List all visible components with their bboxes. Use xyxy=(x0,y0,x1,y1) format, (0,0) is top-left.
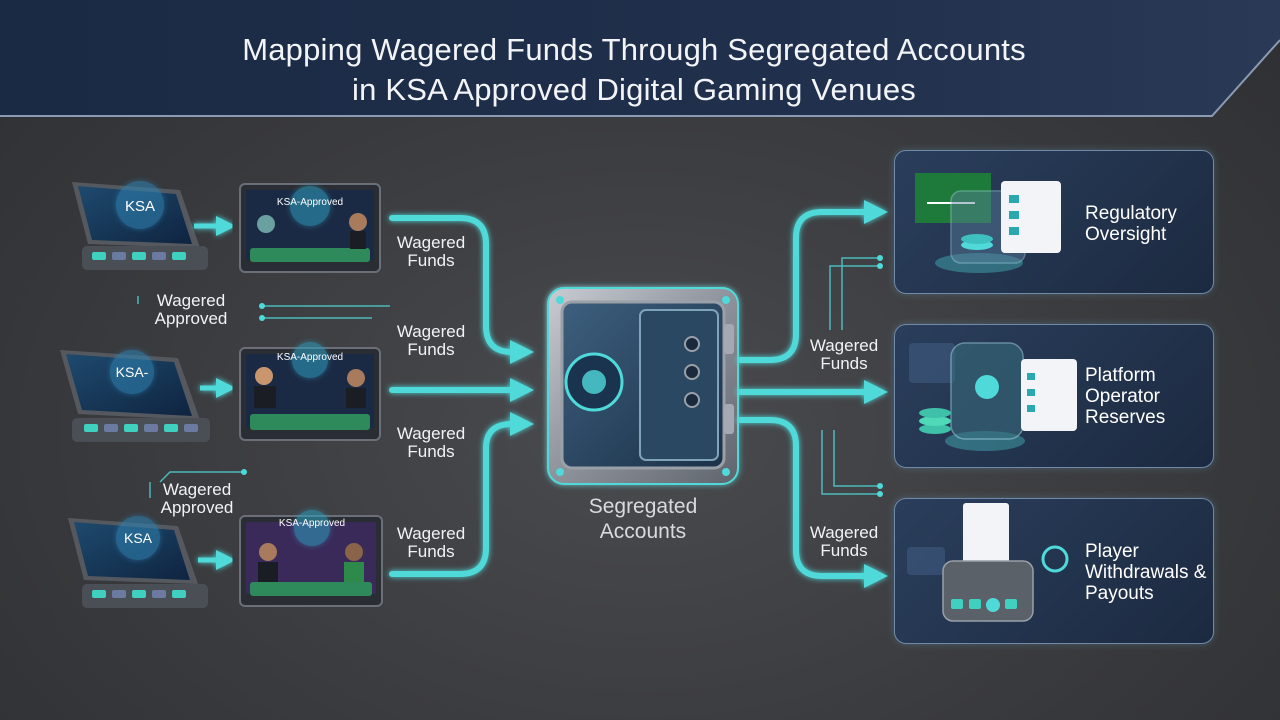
out-funds-label-2: Wagered Funds xyxy=(809,523,879,560)
tablet-terminal-2: KSA- xyxy=(60,350,210,442)
circuit-node-1 xyxy=(259,303,265,309)
circuit-node-6 xyxy=(877,255,883,261)
panel-platform-reserves: Platform Operator Reserves xyxy=(894,324,1214,468)
approved-label-2: Wagered Approved xyxy=(160,480,234,517)
tablet-to-venue-arrows xyxy=(194,216,236,570)
venue-label-1: KSA-Approved xyxy=(277,197,343,208)
venue-screen-1: KSA-Approved xyxy=(239,183,381,273)
circuit-right-4 xyxy=(833,430,880,487)
venue-screen-3: KSA-Approved xyxy=(239,510,383,607)
circuit-right-1 xyxy=(829,265,880,330)
page-title: Mapping Wagered Funds Through Segregated… xyxy=(0,30,1268,110)
panel-player-withdrawals: Player Withdrawals & Payouts xyxy=(894,498,1214,644)
venue-label-2: KSA-Approved xyxy=(277,352,343,363)
header-shape xyxy=(0,0,1280,117)
source-row-3: KSA KSA-Approved xyxy=(68,510,383,608)
source-row-2: KSA- KSA-Approved xyxy=(60,342,381,442)
circuit-node-8 xyxy=(877,483,883,489)
circuit-node-2 xyxy=(259,315,265,321)
funds-label-1: Wagered Funds xyxy=(396,233,466,270)
circuit-left-5 xyxy=(159,471,244,483)
panel-label-regulatory: Regulatory Oversight xyxy=(1085,203,1177,245)
circuit-lines-right xyxy=(821,257,880,495)
inflow-arrows xyxy=(389,215,534,577)
tablet-label-1: KSA xyxy=(125,198,155,215)
title-line-1: Mapping Wagered Funds Through Segregated… xyxy=(242,32,1026,67)
coin-reserve-icon xyxy=(909,342,1077,451)
panel-label-payouts: Player Withdrawals & Payouts xyxy=(1085,541,1207,604)
outflow-arrows xyxy=(737,200,888,588)
outflow-arrow-payouts xyxy=(737,417,888,588)
circuit-nodes-right xyxy=(877,255,883,497)
circuit-node-3 xyxy=(241,469,247,475)
tablet-label-2: KSA- xyxy=(116,364,149,380)
title-line-2: in KSA Approved Digital Gaming Venues xyxy=(351,72,917,107)
funds-label-2: Wagered Funds xyxy=(396,424,466,461)
tablet-terminal-3: KSA xyxy=(68,516,208,608)
saudi-flag-icon xyxy=(915,173,1061,273)
panel-regulatory-oversight: Regulatory Oversight xyxy=(894,150,1214,294)
funds-label-middle: Wagered Funds xyxy=(396,322,466,359)
circuit-nodes-left xyxy=(241,303,265,475)
venue-label-3: KSA-Approved xyxy=(279,518,345,529)
inflow-arrow-3 xyxy=(389,412,534,577)
payout-terminal-icon xyxy=(907,503,1069,622)
circuit-node-7 xyxy=(877,491,883,497)
panel-label-reserves: Platform Operator Reserves xyxy=(1085,365,1166,428)
circuit-lines-left xyxy=(137,296,390,498)
funds-label-3: Wagered Funds xyxy=(396,524,466,561)
vault-label: Segregated Accounts xyxy=(588,495,698,543)
circuit-right-2 xyxy=(841,257,880,330)
tablet-label-3: KSA xyxy=(124,530,153,546)
tablet-terminal-1: KSA xyxy=(72,181,208,270)
source-row-1: KSA KSA-Approved xyxy=(72,181,381,273)
segregated-accounts-vault xyxy=(547,287,739,485)
circuit-right-3 xyxy=(821,430,880,495)
outflow-arrow-regulatory xyxy=(737,200,888,363)
venue-screen-2: KSA-Approved xyxy=(239,342,381,441)
circuit-node-5 xyxy=(877,263,883,269)
header-banner: Mapping Wagered Funds Through Segregated… xyxy=(0,0,1280,120)
inflow-arrow-1 xyxy=(389,215,534,364)
out-funds-label-1: Wagered Funds xyxy=(809,336,879,373)
approved-label-1: Wagered Approved xyxy=(154,291,228,328)
